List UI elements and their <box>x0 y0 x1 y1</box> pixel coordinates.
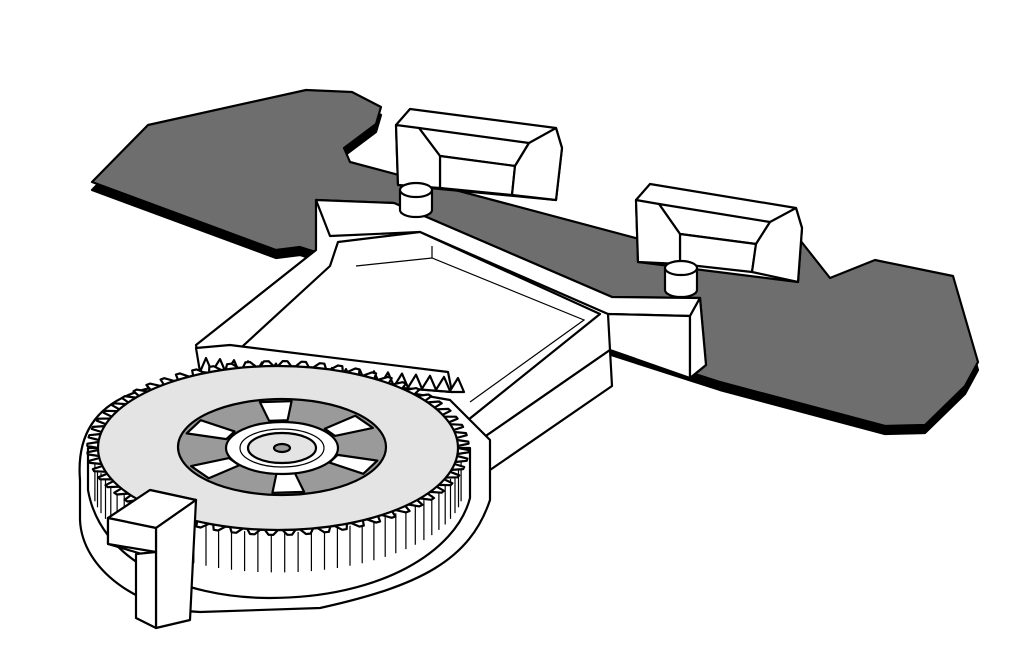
carrier-plate-top <box>90 88 980 428</box>
stop-block <box>106 488 198 630</box>
spur-gear <box>86 360 472 600</box>
locating-pin-right <box>663 259 699 299</box>
mounting-clip-left <box>394 107 564 202</box>
mounting-clip-right <box>634 182 804 284</box>
gear-spoke <box>185 419 236 441</box>
gear-spoke <box>258 400 293 422</box>
gear-spoke <box>323 414 374 437</box>
locating-pin-left <box>398 181 434 219</box>
